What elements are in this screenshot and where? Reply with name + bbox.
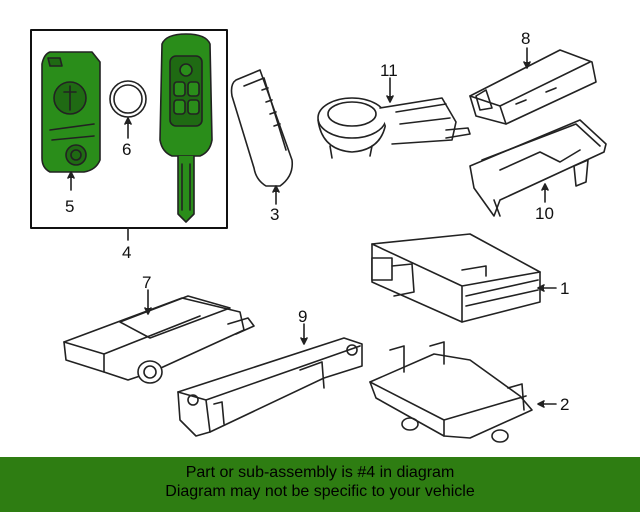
callout-label-7: 7 — [142, 273, 151, 292]
parts-diagram: 5 6 4 3 11 8 10 1 7 9 2 — [30, 29, 607, 443]
battery-part-6[interactable] — [109, 80, 147, 118]
fob-part-3[interactable] — [230, 69, 294, 187]
callout-label-8: 8 — [521, 29, 530, 48]
callout-label-9: 9 — [298, 307, 307, 326]
callout-label-4: 4 — [122, 243, 131, 262]
callout-label-3: 3 — [270, 205, 279, 224]
callout-label-1: 1 — [560, 279, 569, 298]
bracket-part-10[interactable] — [469, 119, 607, 217]
plate-part-9[interactable] — [177, 337, 363, 437]
antenna-part-11[interactable] — [317, 97, 471, 159]
callout-label-5: 5 — [65, 197, 74, 216]
module-part-8[interactable] — [469, 49, 597, 125]
callout-label-10: 10 — [535, 204, 554, 223]
callout-label-2: 2 — [560, 395, 569, 414]
base-part-7[interactable] — [63, 295, 255, 384]
fob-housing-part-5[interactable] — [41, 51, 101, 173]
tray-part-2[interactable] — [369, 341, 533, 443]
banner-line-2: Diagram may not be specific to your vehi… — [165, 483, 475, 500]
control-module-part-1[interactable] — [371, 233, 541, 323]
remote-key[interactable] — [159, 33, 213, 223]
banner-line-1: Part or sub-assembly is #4 in diagram — [185, 464, 455, 481]
callout-label-6: 6 — [122, 140, 131, 159]
callout-label-11: 11 — [380, 61, 398, 80]
info-banner: Part or sub-assembly is #4 in diagram Di… — [0, 457, 640, 512]
